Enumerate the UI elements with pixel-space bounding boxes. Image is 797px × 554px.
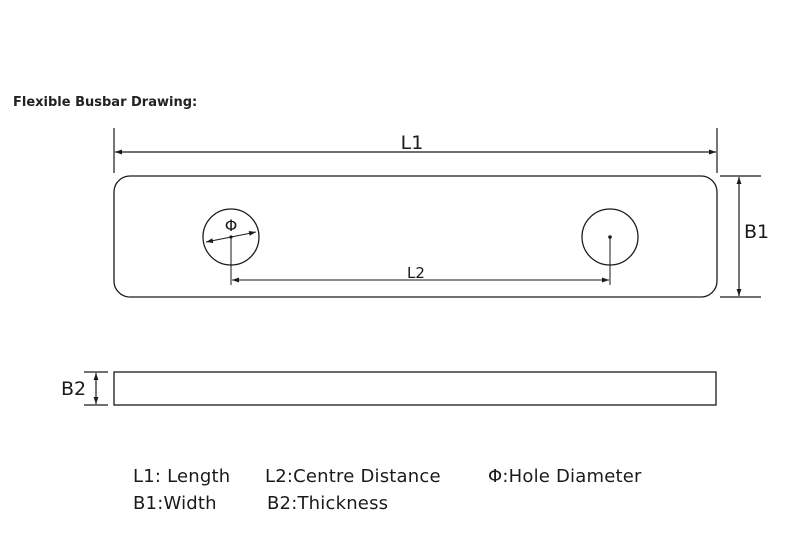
centre-distance-label: L2 [407, 264, 425, 282]
busbar-side-outline [113, 371, 717, 406]
drawing-title: Flexible Busbar Drawing: [13, 95, 198, 110]
legend-hole-diameter: Φ:Hole Diameter [488, 466, 642, 487]
legend-width: B1:Width [133, 493, 217, 514]
hole-centre-mark-right [608, 235, 612, 239]
hole-diameter-label: Φ [225, 216, 238, 235]
legend-centre-distance: L2:Centre Distance [265, 466, 441, 487]
busbar-outline [113, 175, 718, 298]
thickness-dimension-label: B2 [61, 378, 86, 400]
legend-length: L1: Length [133, 466, 231, 487]
length-dimension: L1 [113, 128, 718, 173]
busbar-plan-view: Φ L2 [113, 175, 718, 298]
length-dimension-label: L1 [401, 132, 424, 154]
width-dimension: B1 [720, 175, 769, 298]
legend-thickness: B2:Thickness [267, 493, 389, 514]
busbar-side-view: B2 [61, 371, 717, 406]
width-dimension-label: B1 [744, 221, 769, 243]
hole-diameter-dimension-line [205, 230, 257, 244]
